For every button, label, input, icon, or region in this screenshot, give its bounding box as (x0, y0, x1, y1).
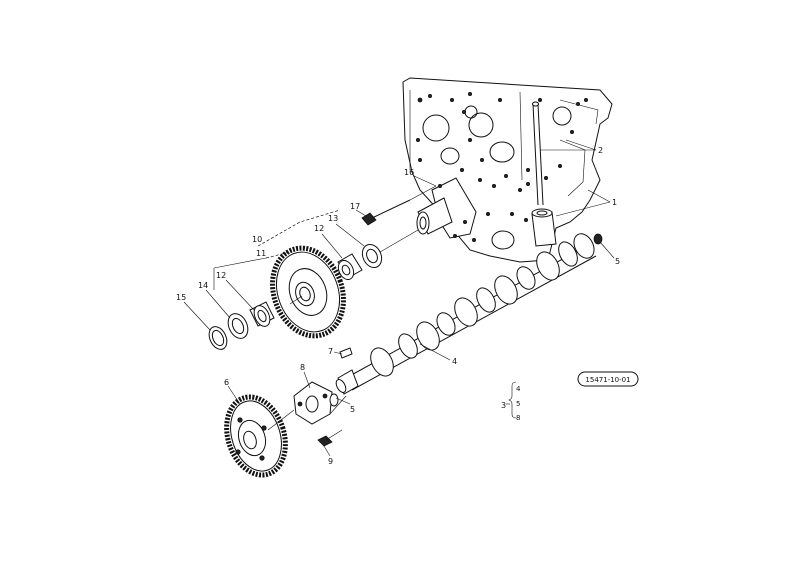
snap-ring-15 (208, 326, 228, 350)
key-group-item-5: 5 (516, 400, 520, 408)
washer-14 (227, 313, 249, 339)
callout-14: 14 (198, 281, 208, 290)
woodruff-key-7 (339, 347, 353, 359)
callout-1: 1 (612, 198, 617, 207)
callout-10: 10 (252, 235, 262, 244)
callout-12-upper: 12 (314, 224, 324, 233)
callout-numbers: 1 2 3 4 5 5 6 7 8 9 10 11 12 12 13 14 15… (176, 146, 620, 466)
leader-lines (183, 139, 615, 457)
callout-5-lower: 5 (350, 405, 355, 414)
callout-9: 9 (328, 457, 333, 466)
callout-16: 16 (404, 168, 414, 177)
callout-8: 8 (300, 363, 305, 372)
thrust-plate-8 (293, 381, 333, 425)
reference-code-box: 15471-10-01 (577, 371, 639, 387)
bolt-9 (317, 429, 343, 447)
camshaft-gear (224, 394, 288, 478)
camshaft (335, 233, 597, 395)
tappet (531, 208, 557, 247)
washer-13 (361, 243, 383, 269)
callout-13: 13 (328, 214, 338, 223)
callout-5-upper: 5 (615, 257, 620, 266)
callout-2: 2 (598, 146, 603, 155)
reference-code: 15471-10-01 (585, 376, 630, 384)
callout-3: 3 (501, 401, 506, 410)
idler-gear (270, 245, 346, 339)
bushing-12-lower (249, 301, 275, 327)
callout-7: 7 (328, 347, 333, 356)
callout-15: 15 (176, 293, 186, 302)
spacer-5 (329, 393, 339, 407)
callout-6: 6 (224, 378, 229, 387)
bushing-12 (337, 253, 363, 281)
key-group-bracket (506, 381, 517, 419)
callout-12-lower: 12 (216, 271, 226, 280)
thrust-plate (416, 177, 477, 239)
callout-11: 11 (256, 249, 266, 258)
callout-17: 17 (350, 202, 360, 211)
callout-4: 4 (452, 357, 457, 366)
key-group-item-4: 4 (516, 385, 521, 393)
push-rod (532, 101, 544, 206)
key-group-item-8: 8 (516, 414, 520, 422)
assembly-line (379, 229, 419, 253)
plug-5-rear (593, 233, 603, 245)
